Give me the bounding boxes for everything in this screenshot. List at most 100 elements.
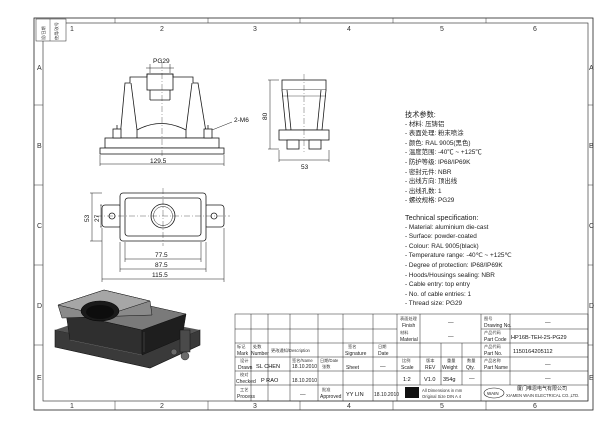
- spec-en-line: - Colour: RAL 9005(black): [405, 242, 479, 250]
- size-note: Original Size DIN A 4: [422, 394, 462, 399]
- drawn-cn: 设计: [240, 357, 248, 364]
- dim-plan-width-1: 77.5: [155, 252, 168, 259]
- scale-cn: 比例: [402, 357, 410, 364]
- signature-cn: 签名: [348, 343, 356, 350]
- dim-side-height: 80: [262, 112, 269, 120]
- isometric-render: [54, 289, 201, 369]
- spec-cn-line: - 材料: 压铸铝: [405, 120, 445, 128]
- drawn-date: 18.10.2010: [292, 364, 317, 370]
- drawn-name: SL CHEN: [256, 364, 280, 370]
- spec-en-line: - Cable entry: top entry: [405, 281, 471, 289]
- process-label: Process: [237, 394, 256, 400]
- weight-cn: 重量: [447, 357, 455, 364]
- side-view: [268, 74, 330, 162]
- approved-label: Approved: [320, 394, 342, 400]
- part-code-value: HP16B-TEH-2S-PG29: [511, 335, 567, 341]
- drawn-label: Drawn: [238, 365, 253, 371]
- col-number: 5: [440, 26, 444, 33]
- dim-thread-label: PG29: [153, 58, 170, 65]
- sheet-cn: 张数: [322, 363, 331, 370]
- dim-side-width: 53: [301, 164, 309, 171]
- drawing-no-cn: 图号: [484, 316, 492, 322]
- row-letter: B: [589, 143, 594, 150]
- spec-cn-line: - 出线方向: 顶出线: [405, 178, 458, 186]
- approved-cn: 批准: [322, 386, 330, 393]
- qty-cn: 数量: [467, 357, 475, 364]
- frame-row-letters: A B C D E A B C D E: [37, 65, 594, 382]
- company-cn: 厦门唯恩电气有限公司: [517, 385, 567, 392]
- revision-box-label-1: 设/日期: [40, 26, 47, 40]
- part-name-label: Part Name: [484, 365, 508, 371]
- col-number: 4: [347, 26, 351, 33]
- col-number: 6: [533, 26, 537, 33]
- col-number: 3: [253, 26, 257, 33]
- front-view: [99, 62, 233, 166]
- spec-cn-line: - 防护等级: IP68/IP69K: [405, 158, 471, 166]
- part-code-label: Part Code: [484, 337, 507, 343]
- spec-en-line: - Thread size: PG29: [405, 300, 463, 308]
- col-number: 2: [160, 403, 164, 410]
- process-value: —: [300, 392, 306, 398]
- material-label: Material: [400, 337, 418, 343]
- company-en: XIAMEN WAIN ELECTRICAL CO.,LTD.: [506, 393, 579, 398]
- revision-box-label-2: 使用/改号: [53, 22, 60, 40]
- date-label: 日期/Date: [320, 358, 339, 364]
- sheet-label: Sheet: [346, 365, 360, 371]
- process-cn: 工艺: [240, 387, 248, 392]
- dims-note: All Dimensions in mm: [422, 388, 463, 393]
- number-label: Number: [251, 351, 269, 357]
- dim-plan-height-outer: 53: [84, 214, 91, 222]
- row-letter: C: [37, 223, 42, 230]
- weight-label: Weight: [442, 365, 458, 371]
- drawing-no-label: Drawing No.: [484, 323, 512, 329]
- spec-cn-line: - 密封元件: NBR: [405, 168, 452, 176]
- number-cn: 处数: [253, 343, 262, 350]
- qty-value: —: [469, 376, 475, 382]
- spec-en-line: - Temperature range: -40℃ ~ +125℃: [405, 252, 512, 260]
- material-cn: 材料: [400, 329, 409, 336]
- row-letter: A: [37, 65, 42, 72]
- signature-label: Signature: [345, 351, 367, 357]
- spec-cn-line: - 颜色: RAL 9005(黑色): [405, 139, 471, 147]
- outer-frame: [33, 17, 594, 411]
- finish-label: Finish: [402, 323, 416, 329]
- checked-label: Checked: [236, 379, 256, 385]
- checked-cn: 校对: [240, 371, 248, 378]
- part-code-cn: 产品代码: [484, 329, 501, 336]
- plan-view: [90, 188, 230, 282]
- dim-screw-label: 2-M6: [234, 117, 249, 124]
- spec-en-line: - Hoods/Housings sealing: NBR: [405, 271, 495, 279]
- material-value: —: [448, 334, 454, 340]
- part-no-label: Part No.: [484, 351, 502, 357]
- col-number: 3: [253, 403, 257, 410]
- spec-cn-line: - 出线孔数: 1: [405, 187, 442, 195]
- sheet-value: —: [380, 364, 386, 370]
- company-logo: WAIN: [483, 387, 505, 399]
- spec-en-title: Technical specification:: [405, 213, 479, 222]
- logo-text: WAIN: [487, 391, 499, 396]
- part-name-value: —: [545, 362, 551, 368]
- rev-value: V1.0: [424, 377, 436, 383]
- col-number: 5: [440, 403, 444, 410]
- approved-date: 18.10.2010: [374, 392, 399, 398]
- row-letter: A: [589, 65, 594, 72]
- rev-cn: 版本: [426, 357, 435, 364]
- col-number: 2: [160, 26, 164, 33]
- row-letter: B: [37, 143, 42, 150]
- date2-cn: 日期: [378, 344, 386, 350]
- spec-cn-block: 技术参数: - 材料: 压铸铝 - 表面处理: 粉末喷涂 - 颜色: RAL 9…: [405, 110, 482, 206]
- col-number: 4: [347, 403, 351, 410]
- dim-plan-width-2: 87.5: [155, 262, 168, 269]
- col-number: 1: [70, 26, 74, 33]
- scale-value: 1:2: [403, 377, 411, 383]
- finish-cn: 表面处理: [400, 315, 418, 322]
- spec-cn-line: - 螺纹规格: PG29: [405, 197, 455, 205]
- row-letter: D: [37, 303, 42, 310]
- title-block-text: 表面处理 Finish — 材料 Material — 图号 Drawing N…: [236, 315, 579, 400]
- row-letter: E: [589, 375, 594, 382]
- sign-label: 签名/Name: [292, 357, 313, 364]
- spec-en-block: Technical specification: - Material: alu…: [405, 213, 512, 309]
- dim-plan-height-inner: 27: [94, 214, 101, 222]
- spec-cn-line: - 表面处理: 粉末喷涂: [405, 130, 464, 138]
- scale-label: Scale: [401, 365, 414, 371]
